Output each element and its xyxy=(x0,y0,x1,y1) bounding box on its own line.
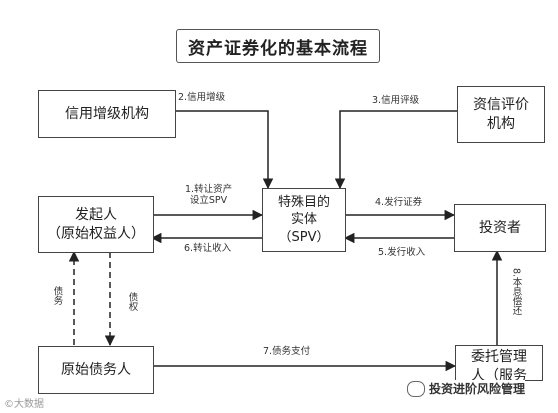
node-originator: 发起人 （原始权益人） xyxy=(38,196,154,253)
node-spv-line: 特殊目的 xyxy=(277,194,330,210)
node-credit-enhancer: 信用增级机构 xyxy=(38,90,176,138)
node-spv-line: （SPV） xyxy=(278,229,330,245)
edge-label-credit-enhancement: 2.信用增级 xyxy=(178,92,226,103)
edge-label-transfer-assets: 1.转让资产 设立SPV xyxy=(185,184,232,207)
edge-label-principal-interest: 8.本息偿还 xyxy=(510,268,522,316)
node-trustee-line: 人（服务 xyxy=(471,367,527,381)
edge-label-issue-proceeds: 5.发行收入 xyxy=(378,247,426,258)
edge-label-transfer-assets-line: 设立SPV xyxy=(189,195,228,207)
node-spv-line: 实体 xyxy=(290,212,317,228)
node-trustee-line: 委托管理 xyxy=(471,349,527,365)
node-investor-line: 投资者 xyxy=(479,219,521,236)
wechat-icon xyxy=(407,380,425,397)
node-credit-enhancer-line: 信用增级机构 xyxy=(65,105,149,122)
watermark-right: 投资进阶风险管理 xyxy=(407,380,526,397)
node-original-debtor-line: 原始债务人 xyxy=(61,361,131,378)
node-originator-line: 发起人 xyxy=(75,206,117,223)
node-rating-agency: 资信评价 机构 xyxy=(457,86,545,143)
edge-label-debt: 债务 xyxy=(51,286,63,305)
edge-label-issue-securities: 4.发行证券 xyxy=(375,197,423,208)
edge-label-transfer-proceeds: 6.转让收入 xyxy=(184,243,232,254)
node-originator-line: （原始权益人） xyxy=(47,225,145,242)
edge-label-credit-rating: 3.信用评级 xyxy=(372,95,420,106)
edge-credit-enhancement xyxy=(174,110,274,190)
edge-label-transfer-assets-line: 1.转让资产 xyxy=(185,184,233,195)
edge-label-claim: 债权 xyxy=(126,292,138,311)
node-investor: 投资者 xyxy=(454,204,546,252)
node-spv: 特殊目的 实体 （SPV） xyxy=(262,188,346,252)
edge-credit-rating xyxy=(334,110,457,190)
watermark-right-text: 投资进阶风险管理 xyxy=(429,382,526,396)
node-rating-agency-line: 机构 xyxy=(487,115,515,132)
node-trustee: 委托管理 人（服务 xyxy=(455,345,543,381)
node-original-debtor: 原始债务人 xyxy=(38,346,154,394)
watermark-left: ©大数据 xyxy=(4,399,44,410)
node-rating-agency-line: 资信评价 xyxy=(473,96,529,113)
edge-label-debt-payment: 7.债务支付 xyxy=(263,346,311,357)
diagram-title: 资产证券化的基本流程 xyxy=(176,29,380,63)
